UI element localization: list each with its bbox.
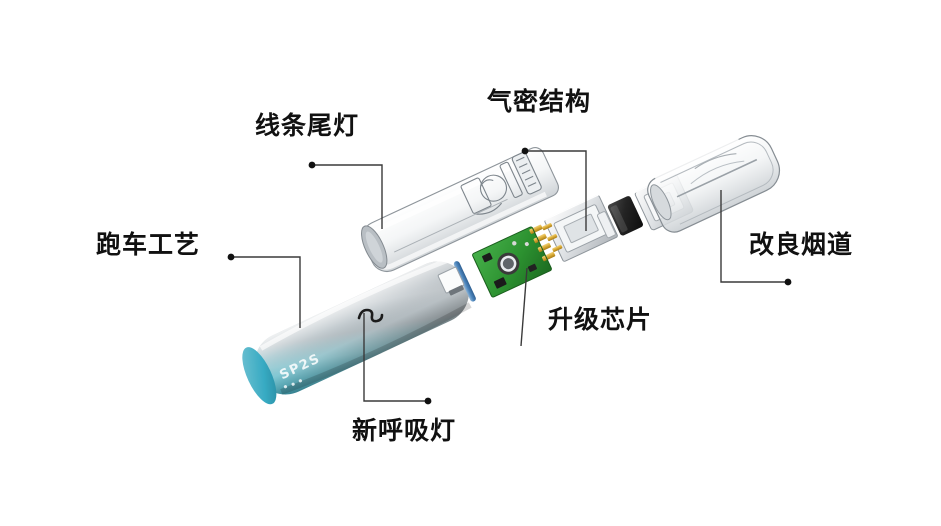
dot-airtight <box>521 147 529 155</box>
callout-label-airtight: 气密结构 <box>487 87 592 116</box>
dot-airduct <box>784 278 792 286</box>
green-pcb-mainboard <box>472 224 556 298</box>
leader-dots <box>227 147 792 405</box>
breathing-light-indicator <box>357 308 384 323</box>
aluminium-body-tube: SP2S <box>242 257 472 405</box>
leader-chip <box>520 267 528 347</box>
clear-mouthpiece-cartridge <box>647 135 780 233</box>
leader-airduct <box>720 190 788 283</box>
callout-label-airduct: 改良烟道 <box>749 230 854 259</box>
blue-steel-strip <box>437 261 476 302</box>
dot-breath <box>424 397 432 405</box>
callout-label-sportcar: 跑车工艺 <box>96 230 201 259</box>
black-battery-block <box>597 196 643 239</box>
transparent-top-shell <box>361 147 559 273</box>
leader-sportcar <box>231 256 301 328</box>
leader-airtight <box>525 150 587 231</box>
leader-taillight <box>312 164 383 229</box>
callout-label-breath: 新呼吸灯 <box>352 416 457 445</box>
leader-breath <box>363 313 428 402</box>
leader-lines <box>231 150 788 402</box>
dot-taillight <box>308 161 316 169</box>
callout-label-taillight: 线条尾灯 <box>255 111 360 140</box>
metal-connector-bracket <box>542 194 618 262</box>
callout-label-chip: 升级芯片 <box>548 305 653 334</box>
dot-sportcar <box>227 253 235 261</box>
